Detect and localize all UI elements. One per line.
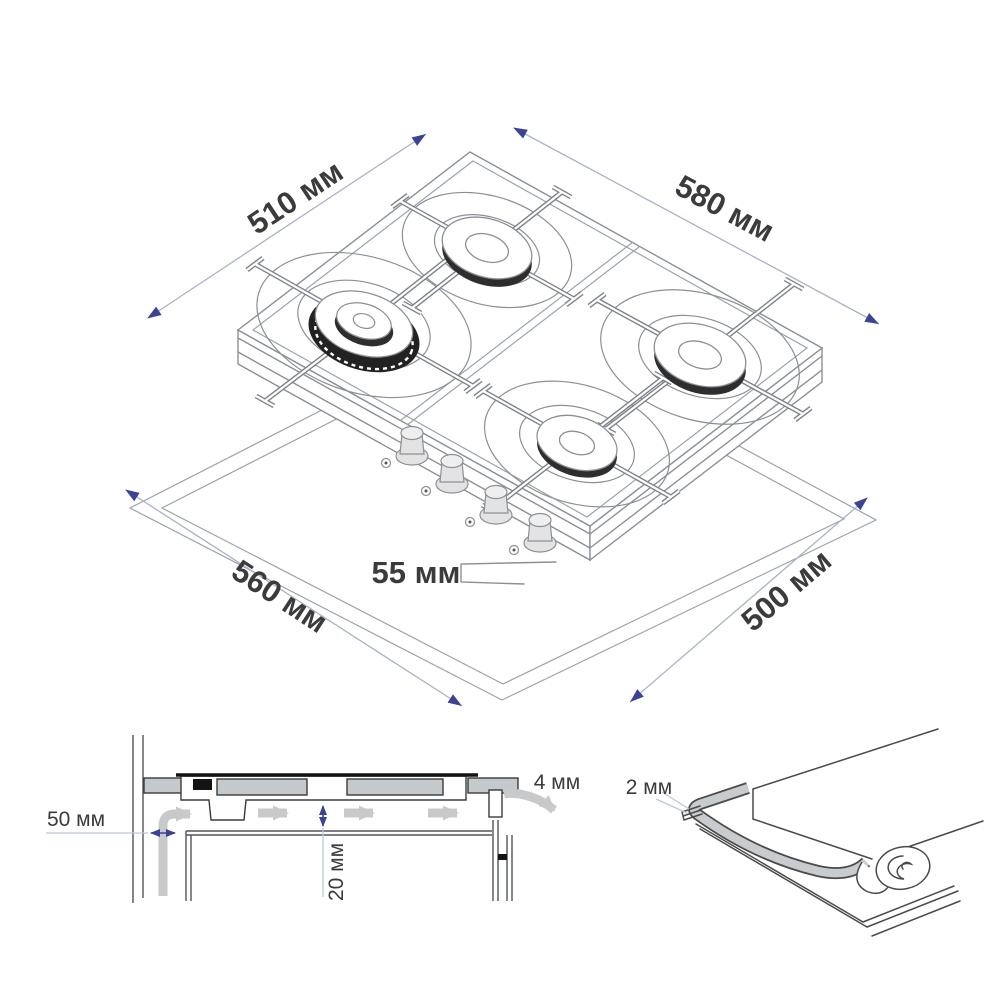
wall (132, 735, 144, 903)
dimension-55: 55 мм (372, 555, 557, 590)
isometric-hob-view: 510 мм 580 мм 560 мм 500 мм 55 мм (125, 127, 880, 707)
flame-icon (464, 516, 476, 528)
dimension-500: 500 мм (629, 497, 868, 703)
label-2mm: 2 мм (626, 776, 672, 799)
clearance-50: 50 мм (46, 808, 176, 837)
label-20mm: 20 мм (325, 843, 348, 901)
worktop-cutout-outline (128, 317, 878, 701)
seal-detail-view: 2 мм (626, 728, 984, 937)
dimension-label-510: 510 мм (241, 154, 349, 242)
hob-section (176, 773, 503, 821)
knob (380, 425, 429, 469)
dimension-label-55: 55 мм (372, 555, 461, 590)
dimension-label-500: 500 мм (735, 543, 838, 639)
clearance-20: 20 мм (319, 805, 348, 901)
burner-rear (441, 216, 533, 287)
airflow-arrows (158, 788, 558, 896)
fixing-bracket (488, 789, 503, 818)
seal-strip (681, 782, 871, 880)
cabinet (185, 820, 513, 901)
flame-icon (380, 457, 392, 469)
burner-right (653, 322, 747, 395)
dimension-label-560: 560 мм (226, 553, 334, 640)
knob (420, 453, 469, 497)
seal-roll (856, 845, 931, 895)
knob (464, 484, 513, 528)
label-4mm: 4 мм (534, 771, 580, 794)
cutout-corner-edges (695, 728, 984, 937)
dimension-label-580: 580 мм (670, 168, 780, 249)
control-knobs (380, 425, 557, 556)
knob (508, 512, 557, 556)
section-view: 50 мм 20 мм 4 мм (46, 735, 580, 903)
vent-arrow (503, 788, 558, 814)
burner-front (536, 414, 618, 478)
seal-thickness-callout: 2 мм (626, 776, 690, 814)
dimension-560: 560 мм (125, 489, 463, 707)
flame-icon (508, 544, 520, 556)
label-50mm: 50 мм (47, 808, 105, 831)
